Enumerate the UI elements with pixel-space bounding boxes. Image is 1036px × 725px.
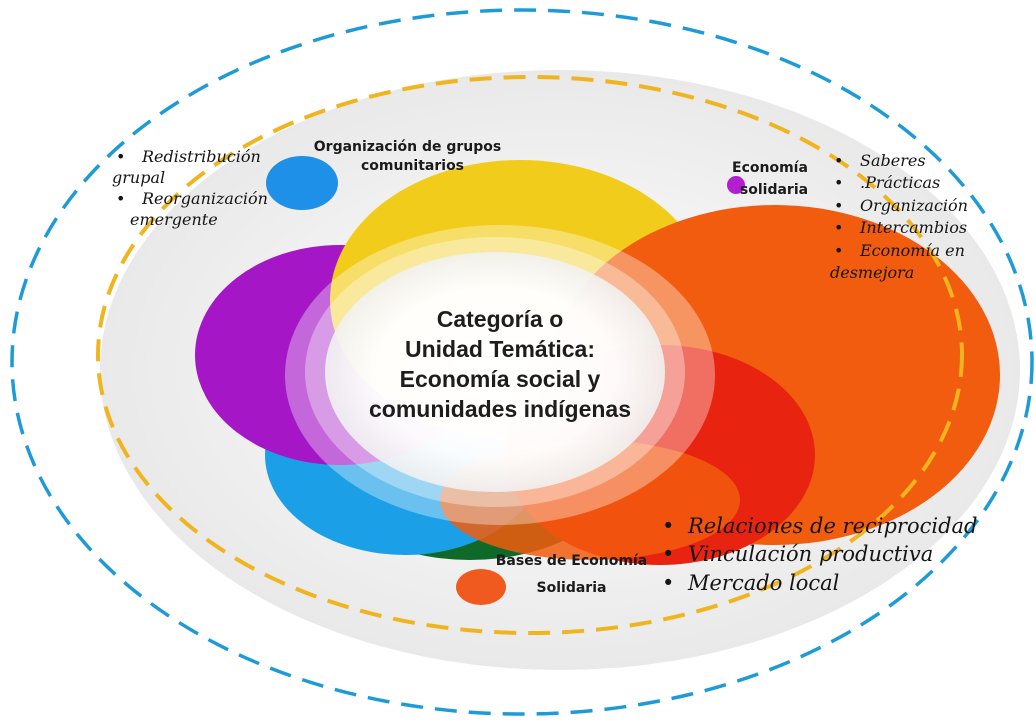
bottom-bullet-list: Relaciones de reciprocidad Vinculación p… [658,512,978,597]
list-item-text: Redistribución [142,147,261,166]
grupos-dot [266,156,338,210]
node-economia-label: Economía solidaria [724,158,824,201]
list-item-text: .Prácticas [860,173,941,193]
list-item-text: Economía en [860,240,965,260]
list-item-text: Relaciones de reciprocidad [688,514,978,538]
list-item: Economía en desmejora [830,240,968,285]
node-line: Organización de grupos [313,139,502,155]
economia-dot [727,176,745,194]
node-line: comunitarios [360,157,465,174]
bases-dot [456,569,506,605]
list-item-text: Mercado local [688,570,840,595]
list-item: Relaciones de reciprocidad [658,512,978,541]
list-item: Mercado local [658,569,978,598]
list-item: Intercambios [830,217,968,240]
left-bullet-list: Redistribución grupal Reorganización eme… [112,146,268,230]
list-item: Redistribución grupal [112,146,268,188]
list-item: Vinculación productiva [658,540,978,569]
list-item-text: Saberes [860,151,926,170]
list-item: Organización [830,195,968,218]
list-item-continuation: desmejora [830,262,915,282]
list-item-text: Organización [860,195,968,215]
center-line: comunidades indígenas [369,395,631,422]
inner-dashed-ring [96,75,964,635]
center-disc [325,252,665,492]
center-line: Unidad Temática: [405,335,595,362]
list-item-text: Vinculación productiva [688,542,934,567]
list-item: Saberes [830,150,968,173]
list-item-continuation: grupal [112,168,166,188]
right-bullet-list: Saberes .Prácticas Organización Intercam… [830,150,968,284]
node-grupos-label: Organización de grupos comunitarios [300,138,515,176]
center-line: Economía social y [399,365,601,392]
list-item: .Prácticas [830,172,968,195]
node-line: Economía [732,160,808,176]
list-item-text: Reorganización [142,189,268,209]
node-line: Solidaria [536,580,607,597]
list-item-continuation: emergente [130,210,218,230]
outer-dashed-ring [10,8,1034,716]
center-category-title: Categoría o Unidad Temática: Economía so… [330,305,670,425]
center-line: Categoría o [436,306,564,332]
node-line: Bases de Economía [495,553,648,569]
node-line: solidaria [739,181,809,198]
node-bases-label: Bases de Economía Solidaria [484,548,659,603]
list-item-text: Intercambios [860,218,968,238]
list-item: Reorganización emergente [112,188,268,230]
